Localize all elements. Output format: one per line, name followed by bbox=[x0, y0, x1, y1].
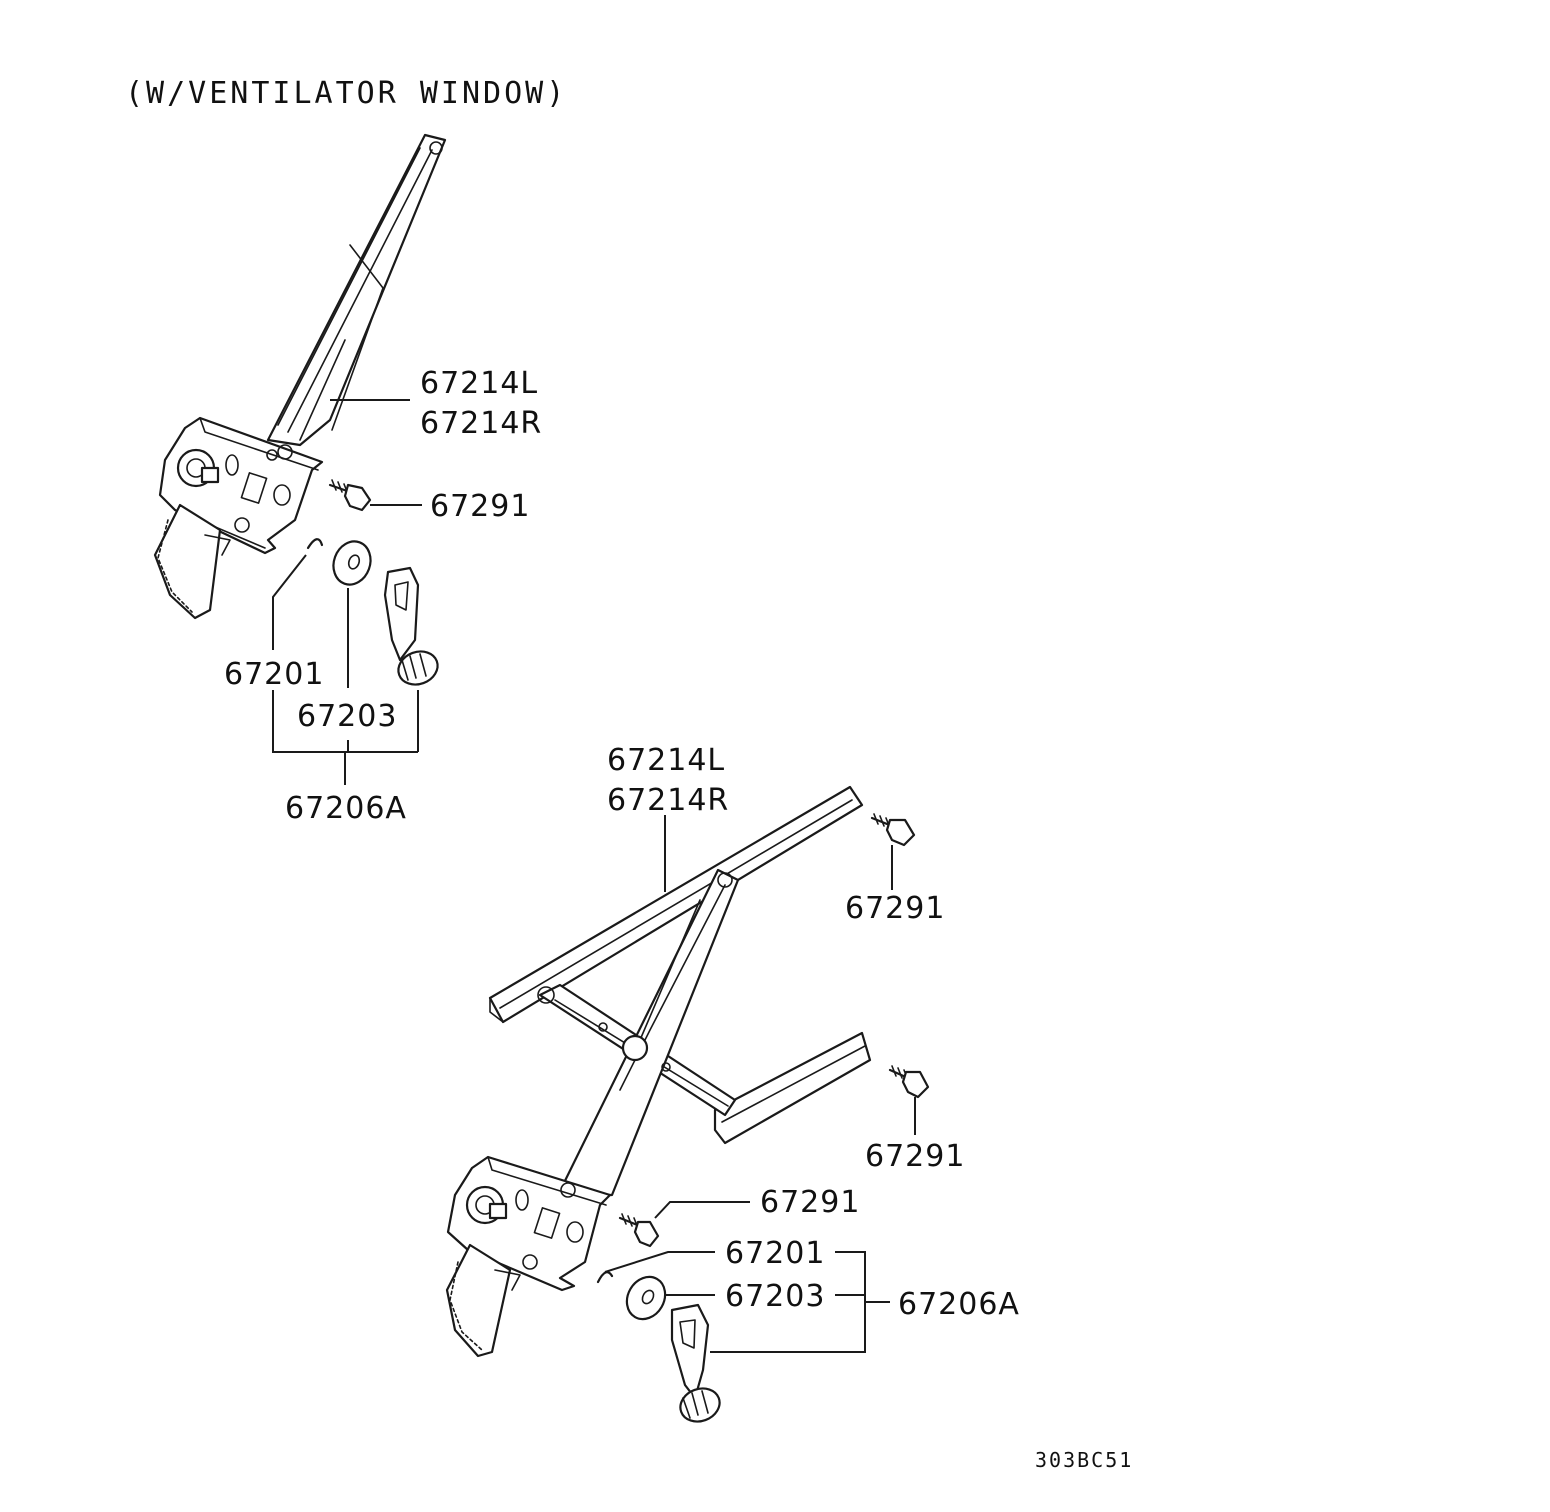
lower-bottom-channel bbox=[713, 1031, 872, 1145]
lower-leaders bbox=[604, 815, 916, 1353]
lower-spring-67201 bbox=[596, 1271, 614, 1284]
upper-label-67291: 67291 bbox=[430, 489, 530, 524]
upper-bolt-67291 bbox=[328, 479, 372, 512]
lower-label-67214R: 67214R bbox=[607, 783, 729, 818]
upper-spring-67201 bbox=[306, 538, 324, 550]
lower-washer-67203 bbox=[625, 1275, 667, 1321]
figure-code: 303BC51 bbox=[1035, 1448, 1133, 1472]
upper-handle bbox=[383, 566, 439, 686]
lower-top-channel bbox=[488, 785, 864, 1024]
upper-label-67214L: 67214L bbox=[420, 366, 538, 401]
lower-sector-gear bbox=[445, 1243, 521, 1358]
upper-regulator-arm bbox=[266, 133, 447, 447]
lower-label-67203: 67203 bbox=[725, 1279, 825, 1314]
upper-regulator-assembly bbox=[153, 133, 447, 686]
lower-label-67291-top: 67291 bbox=[845, 891, 945, 926]
lower-label-67206A: 67206A bbox=[898, 1287, 1020, 1322]
lower-bolt-mid-67291 bbox=[888, 1065, 930, 1099]
lower-regulator-assembly bbox=[445, 785, 930, 1423]
lower-label-67214L: 67214L bbox=[607, 743, 725, 778]
upper-label-67206A: 67206A bbox=[285, 791, 407, 826]
lower-label-67291-mid: 67291 bbox=[865, 1139, 965, 1174]
lower-handle bbox=[670, 1303, 721, 1423]
lower-label-67201: 67201 bbox=[725, 1236, 825, 1271]
upper-leaders bbox=[272, 399, 422, 785]
lower-bolt-top-67291 bbox=[870, 813, 916, 847]
upper-sector-gear bbox=[153, 503, 231, 620]
lower-bolt-lower-67291 bbox=[618, 1213, 660, 1248]
upper-washer-67203 bbox=[332, 540, 372, 586]
lower-label-67291-lower: 67291 bbox=[760, 1185, 860, 1220]
upper-label-67201: 67201 bbox=[224, 657, 324, 692]
upper-label-67214R: 67214R bbox=[420, 406, 542, 441]
upper-label-67203: 67203 bbox=[297, 699, 397, 734]
diagram-title: (W/VENTILATOR WINDOW) bbox=[125, 76, 567, 111]
lower-scissor-arms bbox=[537, 868, 740, 1197]
